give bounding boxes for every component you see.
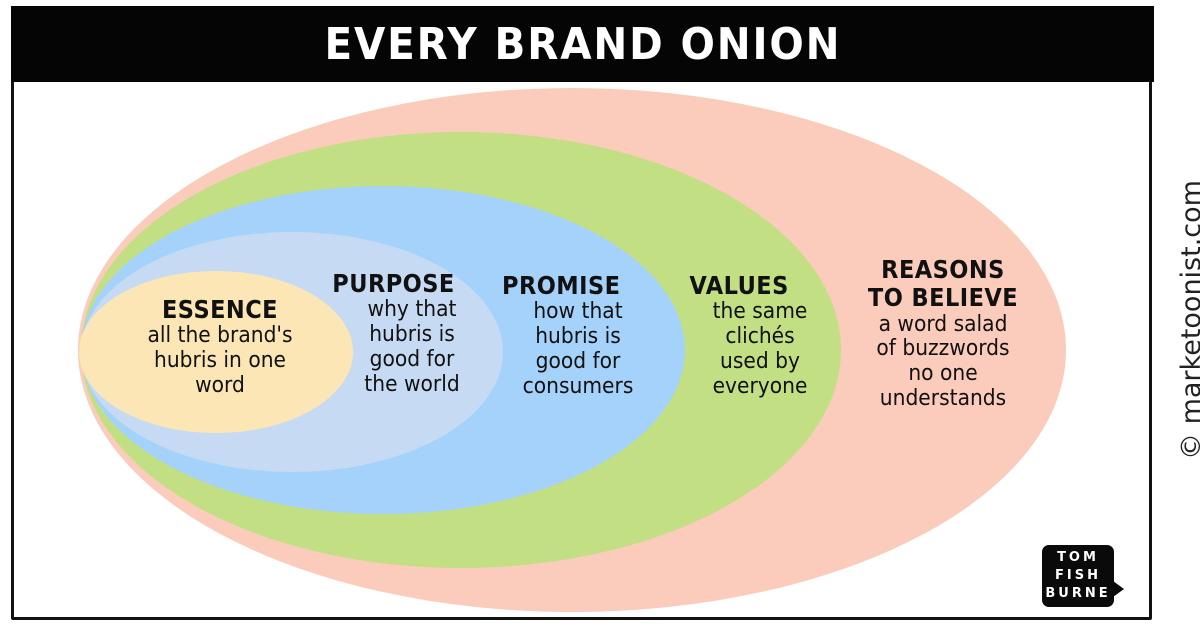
signature-line-1: TOM	[1057, 550, 1099, 565]
reasons-to-believe-label: REASONS TO BELIEVE a word salad of buzzw…	[838, 255, 1048, 412]
values-label: VALUES the same clichés used by everyone	[680, 271, 830, 400]
purpose-description: why that hubris is good for the world	[364, 297, 460, 397]
title-bar: EVERY BRAND ONION	[11, 6, 1154, 82]
essence-label: ESSENCE all the brand's hubris in one wo…	[100, 295, 340, 399]
artist-signature-badge: TOM FISH BURNE	[1042, 545, 1124, 607]
values-description: the same clichés used by everyone	[712, 299, 808, 399]
purpose-title: PURPOSE	[332, 269, 455, 298]
essence-description: all the brand's hubris in one word	[147, 323, 293, 398]
reasons-title-line1: REASONS	[881, 255, 1005, 284]
values-title: VALUES	[689, 271, 789, 300]
promise-title: PROMISE	[502, 271, 621, 300]
promise-description: how that hubris is good for consumers	[522, 299, 634, 399]
copyright-credit: © marketoonist.com	[1176, 180, 1200, 460]
essence-title: ESSENCE	[161, 295, 278, 324]
signature-line-3: BURNE	[1045, 586, 1111, 601]
reasons-title-line2: TO BELIEVE	[867, 283, 1019, 313]
signature-line-2: FISH	[1055, 568, 1101, 583]
promise-label: PROMISE how that hubris is good for cons…	[494, 271, 654, 400]
comic-title: EVERY BRAND ONION	[324, 18, 841, 70]
reasons-description: a word salad of buzzwords no one underst…	[876, 311, 1010, 412]
purpose-label: PURPOSE why that hubris is good for the …	[320, 269, 490, 398]
layer-essence	[79, 271, 353, 433]
